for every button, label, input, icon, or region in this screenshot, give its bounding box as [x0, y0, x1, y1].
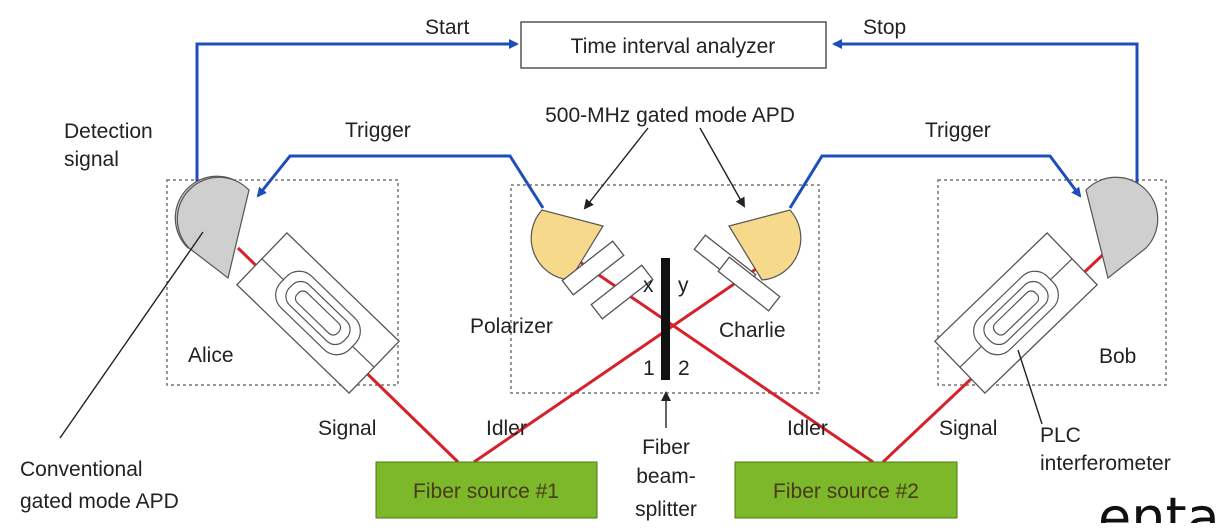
start-label: Start [425, 16, 470, 39]
gated-apd-label: 500-MHz gated mode APD [545, 104, 795, 127]
charlie-label: Charlie [719, 319, 786, 342]
alice-plc-interferometer-icon [235, 232, 401, 394]
signal-left-label: Signal [318, 417, 376, 440]
bob-plc-interferometer-icon [933, 232, 1099, 394]
cut-off-text: enta [1098, 486, 1219, 523]
plc-label-1: PLC [1040, 424, 1081, 447]
tia-label: Time interval analyzer [571, 35, 776, 58]
trigger-right-label: Trigger [925, 119, 991, 142]
signal-right-label: Signal [939, 417, 997, 440]
idler-right-label: Idler [787, 417, 828, 440]
detection-label-1: Detection [64, 120, 153, 143]
bob-label: Bob [1099, 345, 1136, 368]
beam-splitter-icon [661, 258, 670, 380]
detection-label-2: signal [64, 148, 119, 171]
polarizer-label: Polarizer [470, 315, 553, 338]
trigger-left-label: Trigger [345, 119, 411, 142]
polarizer-left-2-icon [590, 264, 654, 320]
stop-label: Stop [863, 16, 906, 39]
fiber-bs-label-3: splitter [635, 498, 697, 521]
alice-box [166, 179, 399, 386]
plc-label-2: interferometer [1040, 452, 1171, 475]
port-2-label: 2 [678, 357, 690, 380]
charlie-apd-right-icon [728, 209, 802, 281]
polarizer-left-icon [561, 240, 625, 296]
time-interval-analyzer-box [520, 21, 827, 69]
signal-lines [195, 39, 1139, 218]
idler-left-label: Idler [486, 417, 527, 440]
fiber-bs-label-1: Fiber [642, 436, 690, 459]
fiber-source-1-box [375, 461, 598, 519]
fiber-source-1-label: Fiber source #1 [413, 480, 559, 503]
bob-box [937, 179, 1167, 386]
conventional-label-1: Conventional [20, 458, 143, 481]
bob-apd-icon [1085, 176, 1159, 280]
fiber-source-2-box [734, 461, 958, 519]
alice-apd-body-icon [176, 176, 250, 280]
fiber-bs-label-2: beam- [636, 465, 696, 488]
polarizer-right-2-icon [717, 256, 781, 312]
pointer-lines [59, 127, 1043, 439]
alice-label: Alice [188, 344, 234, 367]
port-1-label: 1 [643, 357, 655, 380]
port-y-label: y [678, 274, 689, 297]
fiber-source-2-label: Fiber source #2 [773, 480, 919, 503]
port-x-label: x [643, 274, 654, 297]
conventional-label-2: gated mode APD [20, 490, 179, 513]
